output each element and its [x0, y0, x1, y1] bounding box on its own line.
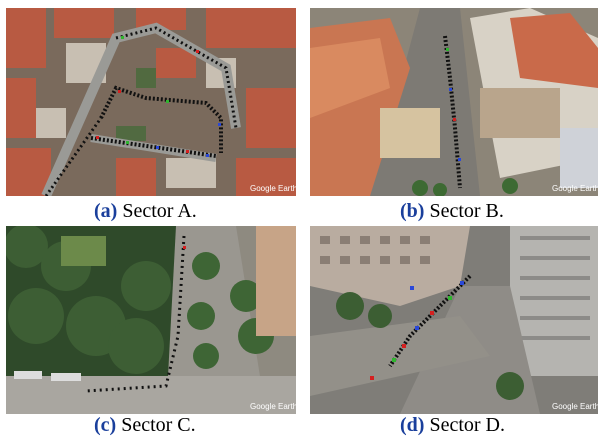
panel-a-image: Google Earth: [6, 8, 296, 196]
panel-c-image: Google Earth: [6, 226, 296, 414]
caption-d: (d) Sector D.: [400, 414, 505, 436]
caption-label: (c): [94, 414, 117, 436]
sector-b-aerial-map: Google Earth: [310, 8, 598, 196]
caption-b: (b) Sector B.: [400, 200, 504, 222]
caption-label: (b): [400, 200, 425, 222]
panel-b-image: Google Earth: [310, 8, 598, 196]
caption-label: (a): [94, 200, 118, 222]
sector-a-aerial-map: Google Earth: [6, 8, 296, 196]
google-earth-watermark: Google Earth: [552, 402, 598, 411]
caption-a: (a) Sector A.: [94, 200, 197, 222]
caption-text: Sector D.: [429, 414, 505, 436]
google-earth-watermark: Google Earth: [250, 402, 296, 411]
caption-text: Sector C.: [121, 414, 196, 436]
caption-text: Sector B.: [429, 200, 504, 222]
caption-text: Sector A.: [122, 200, 197, 222]
sector-c-aerial-map: Google Earth: [6, 226, 296, 414]
google-earth-watermark: Google Earth: [552, 184, 598, 193]
google-earth-watermark: Google Earth: [250, 184, 296, 193]
panel-d-image: Google Earth: [310, 226, 598, 414]
sector-d-aerial-map: Google Earth: [310, 226, 598, 414]
caption-label: (d): [400, 414, 425, 436]
caption-c: (c) Sector C.: [94, 414, 196, 436]
